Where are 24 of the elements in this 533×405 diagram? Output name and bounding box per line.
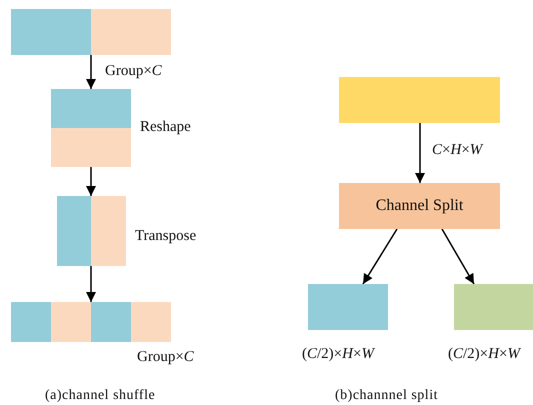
- edge-label: C×H×W: [432, 143, 482, 158]
- arrow: [86, 55, 96, 89]
- arrow: [86, 266, 96, 302]
- caption: (a)channel shuffle: [45, 389, 156, 403]
- feature-block: [11, 9, 171, 55]
- feature-block: [308, 284, 388, 330]
- caption: (b)channnel split: [335, 389, 438, 403]
- block-label: Transpose: [135, 229, 196, 244]
- arrow: [86, 167, 96, 196]
- feature-block: [57, 196, 126, 266]
- feature-block: [51, 89, 131, 167]
- arrow: [362, 228, 398, 284]
- feature-block: [454, 284, 533, 330]
- block-label: (C/2)×H×W: [302, 347, 374, 362]
- process-box: [339, 183, 500, 229]
- arrow: [441, 228, 475, 284]
- arrow: [415, 123, 425, 183]
- block-label: (C/2)×H×W: [448, 347, 520, 362]
- block-label: Reshape: [140, 120, 191, 135]
- block-label: Group×C: [137, 350, 194, 365]
- feature-block: [339, 77, 500, 123]
- feature-block: [11, 302, 171, 342]
- box-label: Channel Split: [376, 197, 464, 215]
- edge-label: Group×C: [105, 64, 162, 79]
